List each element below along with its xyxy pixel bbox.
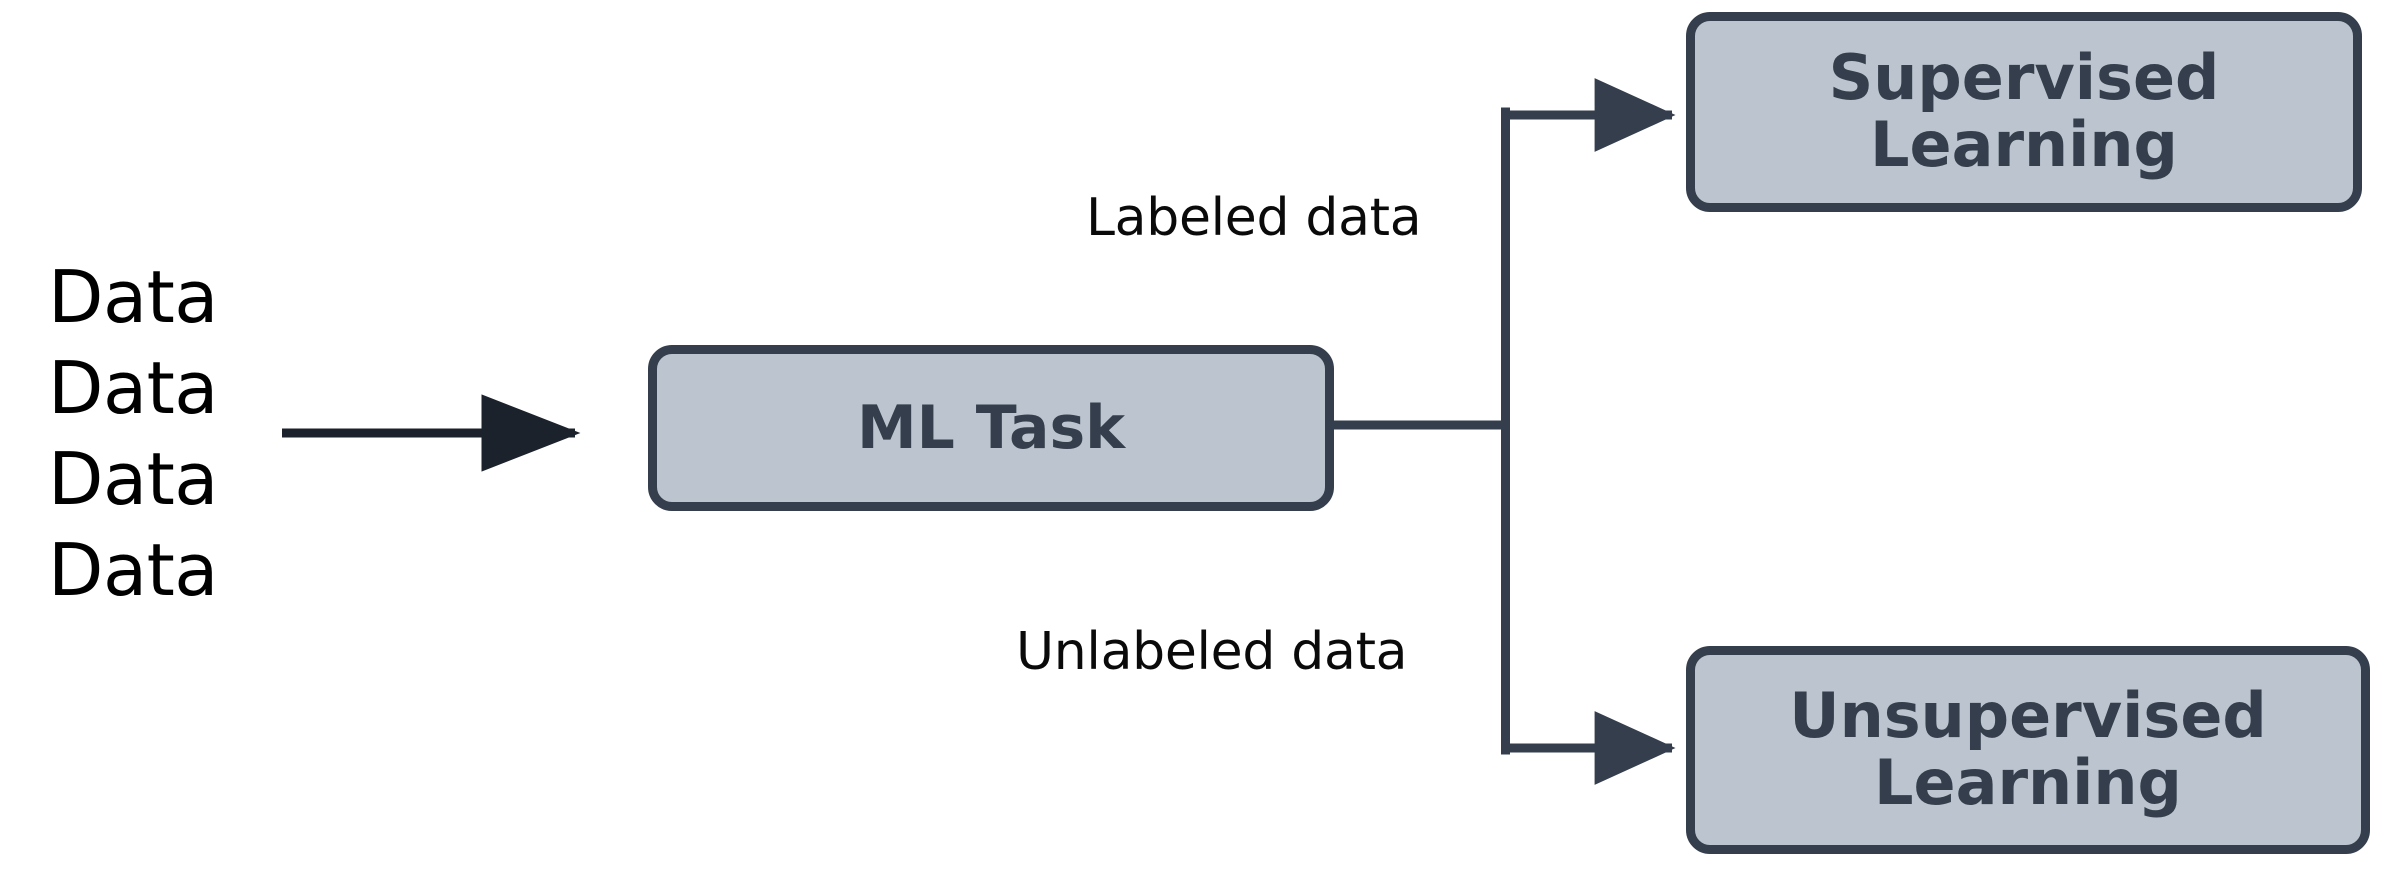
node-supervised-label-line: Supervised bbox=[1828, 41, 2220, 115]
node-ml-task-label-line: ML Task bbox=[856, 392, 1126, 463]
data-line: Data bbox=[48, 255, 218, 339]
node-supervised-label-line: Learning bbox=[1870, 108, 2178, 181]
data-line: Data bbox=[48, 346, 218, 430]
node-ml-task-label: ML Task bbox=[856, 392, 1126, 463]
node-unsupervised-label-line: Learning bbox=[1874, 746, 2182, 819]
node-unsupervised-learning-label: Unsupervised Learning bbox=[1789, 679, 2267, 819]
node-supervised-learning[interactable]: Supervised Learning bbox=[1686, 12, 2362, 212]
data-line: Data bbox=[48, 437, 218, 521]
edge-label-labeled-data: Labeled data bbox=[1086, 188, 1422, 248]
data-stack: Data Data Data Data bbox=[48, 252, 348, 616]
node-unsupervised-label-line: Unsupervised bbox=[1789, 679, 2267, 753]
edge-label-unlabeled-data: Unlabeled data bbox=[1016, 622, 1408, 682]
node-supervised-learning-label: Supervised Learning bbox=[1828, 41, 2220, 181]
node-ml-task[interactable]: ML Task bbox=[648, 345, 1334, 511]
node-unsupervised-learning[interactable]: Unsupervised Learning bbox=[1686, 646, 2370, 854]
data-line: Data bbox=[48, 528, 218, 612]
